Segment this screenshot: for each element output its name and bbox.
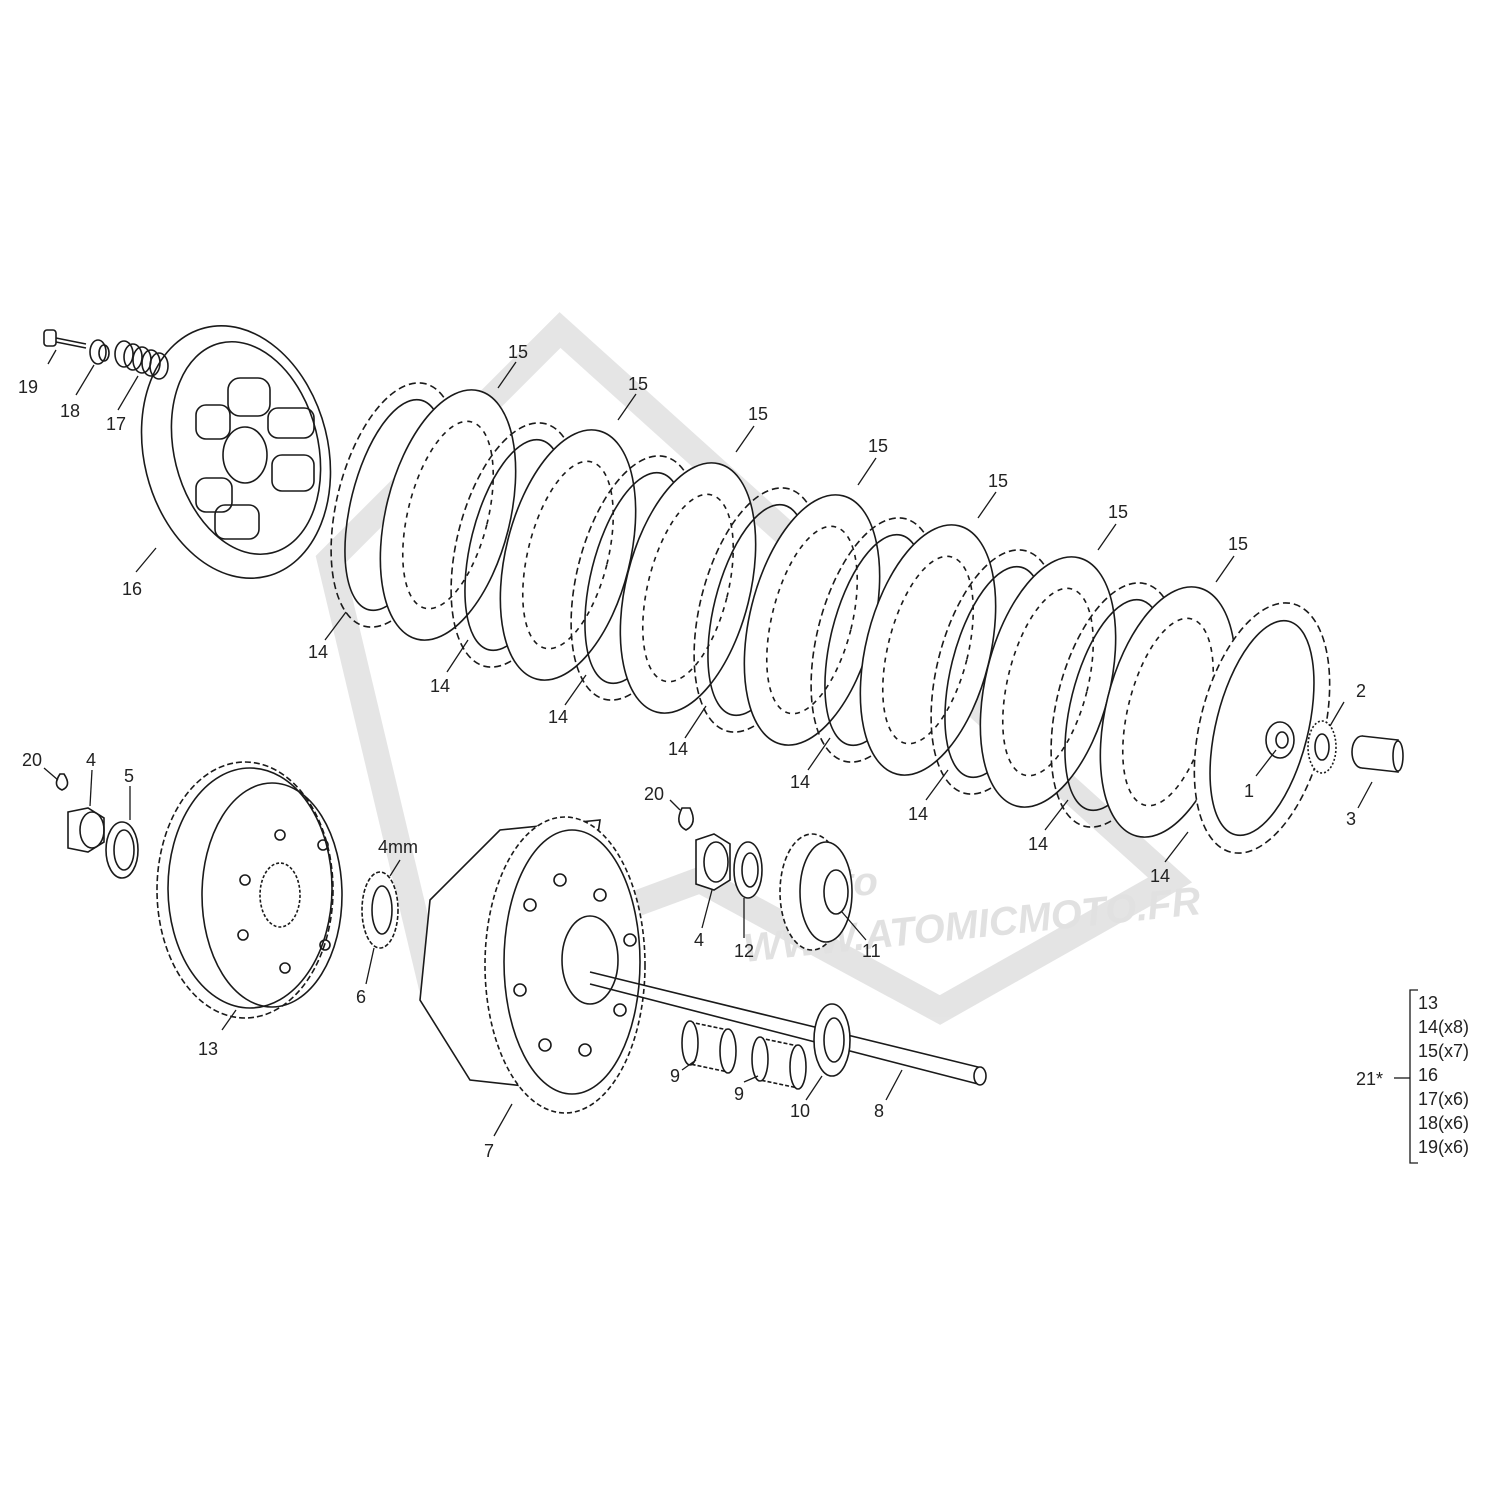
callout-4: 4 — [694, 930, 704, 950]
kit-item: 19(x6) — [1418, 1137, 1469, 1157]
callout-15: 15 — [868, 436, 888, 456]
callout-18: 18 — [60, 401, 80, 421]
callout-15: 15 — [988, 471, 1008, 491]
callout-11: 11 — [862, 941, 881, 961]
callout-7: 7 — [484, 1141, 494, 1161]
callout-3: 3 — [1346, 809, 1356, 829]
hub-washer — [105, 821, 139, 879]
callout-2: 2 — [1356, 681, 1366, 701]
oil-drop — [678, 807, 694, 831]
push-rod-end — [1351, 735, 1404, 773]
callout-9: 9 — [670, 1066, 680, 1086]
callout-spacer-thickness: 4mm — [378, 837, 418, 857]
pressure-plate — [140, 325, 332, 579]
kit-item: 18(x6) — [1418, 1113, 1469, 1133]
callout-6: 6 — [356, 987, 366, 1007]
callout-4: 4 — [86, 750, 96, 770]
callout-15: 15 — [508, 342, 528, 362]
kit-item: 14(x8) — [1418, 1017, 1469, 1037]
callout-1: 1 — [1244, 781, 1254, 801]
callout-19: 19 — [18, 377, 38, 397]
callout-15: 15 — [628, 374, 648, 394]
steel-plate — [979, 556, 1117, 808]
callout-10: 10 — [790, 1101, 810, 1121]
callout-15: 15 — [1108, 502, 1128, 522]
clutch-basket — [419, 816, 646, 1114]
kit-label: 21* — [1356, 1069, 1383, 1089]
clutch-bolt — [43, 329, 87, 349]
kit-item: 13 — [1418, 993, 1438, 1013]
callout-17: 17 — [106, 414, 126, 434]
callout-14: 14 — [1150, 866, 1170, 886]
kit-legend: 21* 13 14(x8) 15(x7) 16 17(x6) 18(x6) 19… — [1356, 989, 1469, 1164]
needle-bearing — [751, 1036, 807, 1090]
callout-16: 16 — [122, 579, 142, 599]
clutch-spring — [114, 340, 169, 380]
kit-item: 15(x7) — [1418, 1041, 1469, 1061]
clutch-plate-stack — [330, 382, 1331, 854]
splined-spacer — [361, 871, 399, 949]
drive-gear — [779, 833, 853, 951]
callout-14: 14 — [548, 707, 568, 727]
callout-labels: 19 18 17 16 15 15 15 15 15 15 15 14 14 1… — [18, 342, 1366, 1161]
callout-14: 14 — [790, 772, 810, 792]
kit-item: 16 — [1418, 1065, 1438, 1085]
callout-8: 8 — [874, 1101, 884, 1121]
kit-item: 17(x6) — [1418, 1089, 1469, 1109]
callout-12: 12 — [734, 941, 754, 961]
push-piece — [1265, 721, 1295, 759]
callout-20: 20 — [22, 750, 42, 770]
callout-5: 5 — [124, 766, 134, 786]
callout-14: 14 — [308, 642, 328, 662]
callout-9: 9 — [734, 1084, 744, 1104]
callout-14: 14 — [430, 676, 450, 696]
oil-drop — [55, 773, 69, 791]
clutch-hub — [156, 761, 343, 1019]
needle-bearing — [681, 1020, 737, 1074]
steel-plate — [619, 462, 757, 714]
hub-nut — [67, 807, 105, 853]
callout-14: 14 — [908, 804, 928, 824]
thrust-bearing — [1307, 720, 1337, 774]
callout-14: 14 — [1028, 834, 1048, 854]
steel-plate — [379, 389, 517, 641]
spring-washer — [89, 339, 110, 365]
callout-13: 13 — [198, 1039, 218, 1059]
gear-nut — [695, 833, 731, 891]
callout-14: 14 — [668, 739, 688, 759]
callout-20: 20 — [644, 784, 664, 804]
leader-lines — [43, 349, 1373, 1137]
gear-washer — [733, 841, 763, 899]
primary-shaft — [589, 971, 987, 1086]
callout-15: 15 — [1228, 534, 1248, 554]
callout-15: 15 — [748, 404, 768, 424]
shaft-washer — [813, 1003, 851, 1077]
